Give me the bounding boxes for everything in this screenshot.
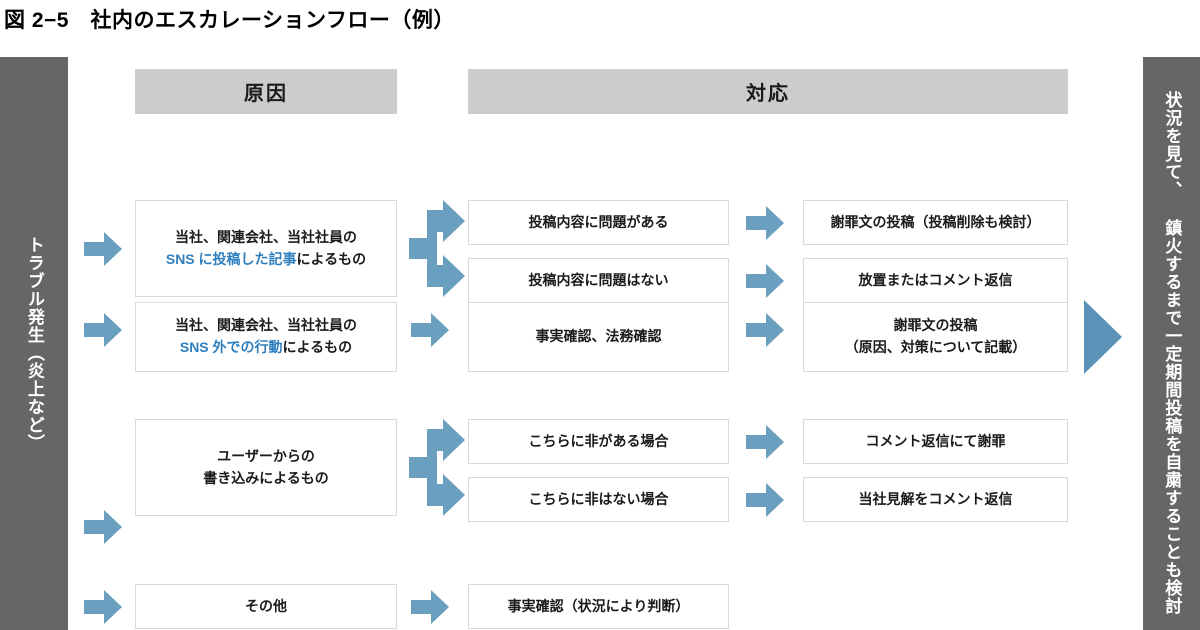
arrow-right-icon xyxy=(746,483,784,517)
cause-box-1-prefix: 当社、関連会社、当社社員の xyxy=(175,228,357,245)
arrow-right-icon xyxy=(84,590,122,624)
response-right-box-2-line1: 謝罪文の投稿 xyxy=(893,317,978,334)
cause-box-1-accent: SNS に投稿した記事 xyxy=(165,250,297,267)
response-right-box-1b: 放置またはコメント返信 xyxy=(803,258,1068,303)
cause-box-2-prefix: 当社、関連会社、当社社員の xyxy=(175,317,357,334)
cause-box-2-accent: SNS 外での行動 xyxy=(179,339,283,355)
arrow-right-icon xyxy=(84,232,122,266)
column-header-response: 対応 xyxy=(468,69,1068,114)
entry-band-label: トラブル発生（炎上など） xyxy=(24,235,44,452)
response-mid-box-1b: 投稿内容に問題はない xyxy=(468,258,729,303)
cause-box-4: その他 xyxy=(135,584,397,629)
response-right-box-3b: 当社見解をコメント返信 xyxy=(803,477,1068,522)
arrow-right-icon xyxy=(746,264,784,298)
column-header-cause: 原因 xyxy=(135,69,397,114)
response-mid-box-2: 事実確認、法務確認 xyxy=(468,302,729,372)
page-title: 図 2−5 社内のエスカレーションフロー（例） xyxy=(4,9,455,32)
cause-box-2-suffix: によるもの xyxy=(282,339,353,355)
branch-arrow-icon xyxy=(409,200,467,297)
branch-arrow-icon xyxy=(409,419,467,516)
cause-box-1-suffix: によるもの xyxy=(296,250,367,267)
cause-box-3: ユーザーからの 書き込みによるもの xyxy=(135,419,397,516)
response-mid-box-1a: 投稿内容に問題がある xyxy=(468,200,729,245)
cause-box-3-line2: 書き込みによるもの xyxy=(203,469,329,486)
arrow-right-icon xyxy=(84,313,122,347)
response-mid-box-3a: こちらに非がある場合 xyxy=(468,419,729,464)
arrow-right-icon xyxy=(411,313,449,347)
flowchart-canvas: トラブル発生（炎上など） 状況を見て、 鎮火するまで一定期間投稿を自粛することも… xyxy=(0,57,1200,630)
arrow-right-icon xyxy=(746,425,784,459)
response-right-box-2-line2: （原因、対策について記載） xyxy=(844,339,1027,355)
exit-band-label: 状況を見て、 鎮火するまで一定期間投稿を自粛することも検討 xyxy=(1162,91,1182,615)
entry-band: トラブル発生（炎上など） xyxy=(0,57,68,630)
response-mid-box-3b: こちらに非はない場合 xyxy=(468,477,729,522)
cause-box-2: 当社、関連会社、当社社員の SNS 外での行動によるもの xyxy=(135,302,397,372)
arrow-right-icon xyxy=(84,510,122,544)
response-right-box-3a: コメント返信にて謝罪 xyxy=(803,419,1068,464)
cause-box-3-line1: ユーザーからの xyxy=(217,447,315,464)
arrow-right-icon xyxy=(746,313,784,347)
response-mid-box-4: 事実確認（状況により判断） xyxy=(468,584,729,629)
cause-box-1: 当社、関連会社、当社社員の SNS に投稿した記事によるもの xyxy=(135,200,397,297)
exit-band: 状況を見て、 鎮火するまで一定期間投稿を自粛することも検討 xyxy=(1143,57,1200,630)
response-right-box-2: 謝罪文の投稿 （原因、対策について記載） xyxy=(803,302,1068,372)
arrow-right-icon xyxy=(746,206,784,240)
triangle-right-icon xyxy=(1084,300,1122,374)
arrow-right-icon xyxy=(411,590,449,624)
response-right-box-1a: 謝罪文の投稿（投稿削除も検討） xyxy=(803,200,1068,245)
